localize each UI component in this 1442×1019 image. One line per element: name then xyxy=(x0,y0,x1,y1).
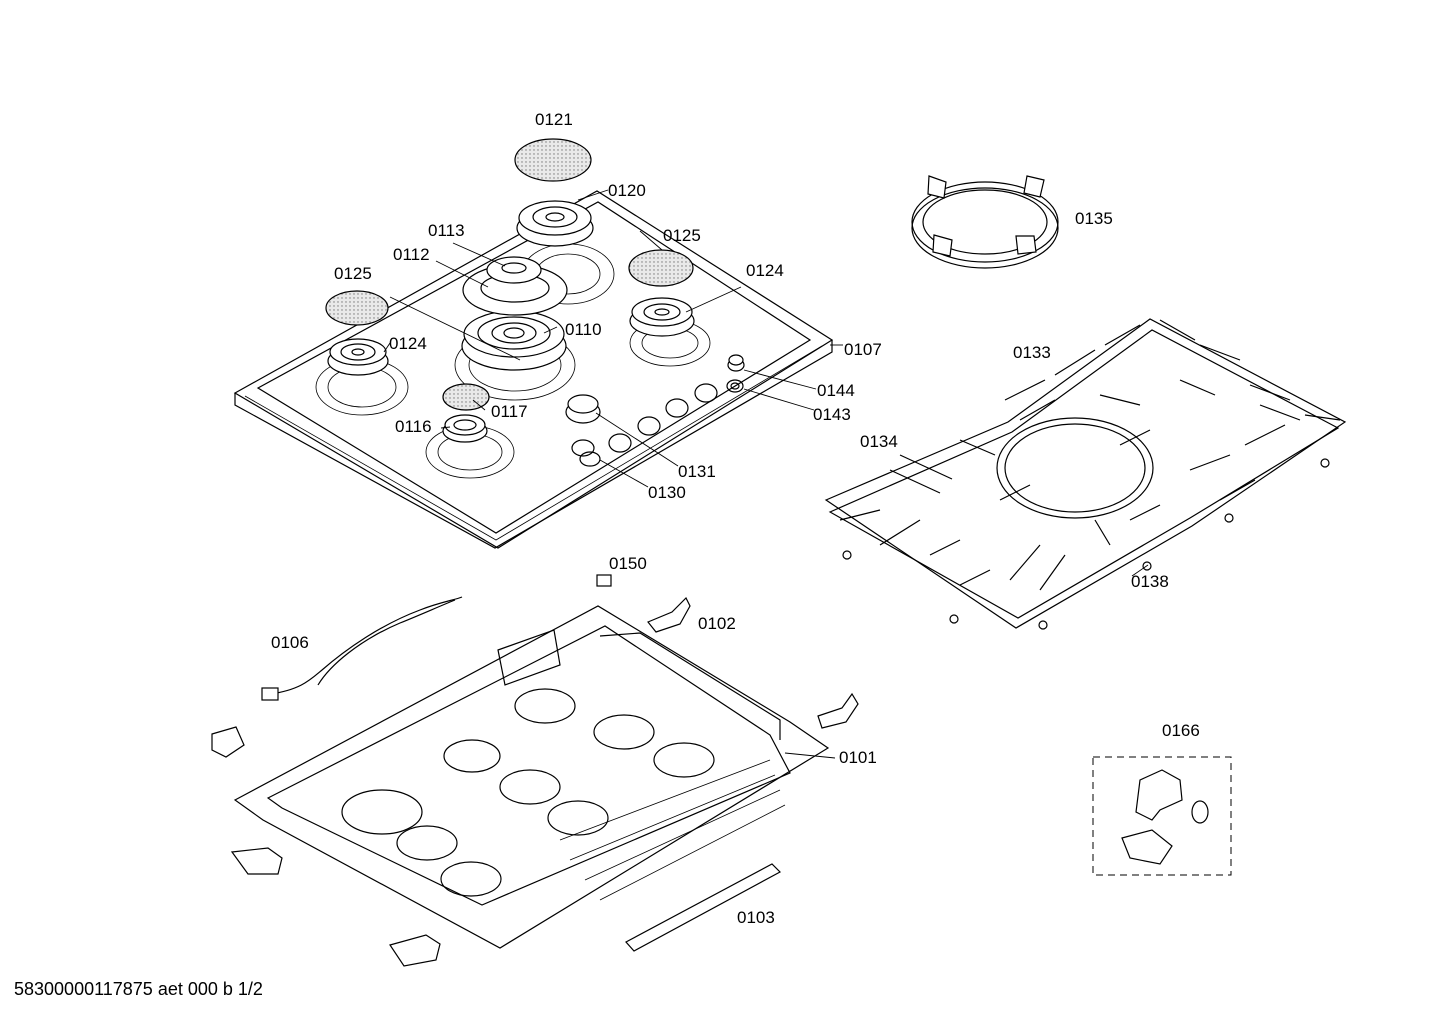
label-0116: 0116 xyxy=(395,417,432,436)
label-0101: 0101 xyxy=(839,748,877,767)
grate-feet xyxy=(842,458,1330,630)
label-0110: 0110 xyxy=(565,320,602,339)
gas-fitting-kit xyxy=(1092,756,1232,876)
label-0133: 0133 xyxy=(1013,343,1051,362)
label-0166: 0166 xyxy=(1162,721,1200,740)
label-0143: 0143 xyxy=(813,405,851,424)
label-0135: 0135 xyxy=(1075,209,1113,228)
wok-ring xyxy=(911,175,1059,269)
pan-support-grate xyxy=(824,318,1347,629)
label-0125-left: 0125 xyxy=(334,264,372,283)
label-0117: 0117 xyxy=(491,402,528,421)
label-0144: 0144 xyxy=(817,381,855,400)
leader-lines-top xyxy=(383,189,843,488)
label-0130: 0130 xyxy=(648,483,686,502)
label-0125-right: 0125 xyxy=(663,226,701,245)
clips xyxy=(211,596,859,967)
label-0107: 0107 xyxy=(844,340,882,359)
label-0120: 0120 xyxy=(608,181,646,200)
small-part-0150 xyxy=(596,574,612,587)
cooktop-panel xyxy=(233,190,834,549)
label-0103: 0103 xyxy=(737,908,775,927)
label-0113: 0113 xyxy=(428,221,465,240)
label-0106: 0106 xyxy=(271,633,309,652)
label-0102: 0102 xyxy=(698,614,736,633)
knob-holes xyxy=(608,383,718,453)
part-labels: 0121 0120 0113 0125 0112 0125 0124 0110 … xyxy=(271,110,1200,927)
label-0150: 0150 xyxy=(609,554,647,573)
label-0124-right: 0124 xyxy=(746,261,784,280)
label-0124-left: 0124 xyxy=(389,334,427,353)
knob-and-fittings xyxy=(565,354,745,467)
label-0138: 0138 xyxy=(1131,572,1169,591)
burner-heads xyxy=(327,200,695,443)
burner-caps xyxy=(325,138,694,411)
mains-cable xyxy=(261,596,463,701)
seal-strip xyxy=(625,863,781,952)
leader-lines-bottom xyxy=(784,564,1149,759)
label-0112: 0112 xyxy=(393,245,430,264)
label-0121: 0121 xyxy=(535,110,573,129)
label-0134: 0134 xyxy=(860,432,898,451)
label-0131: 0131 xyxy=(678,462,716,481)
document-id: 58300000117875 aet 000 b 1/2 xyxy=(14,979,263,999)
bottom-tray xyxy=(233,605,830,949)
